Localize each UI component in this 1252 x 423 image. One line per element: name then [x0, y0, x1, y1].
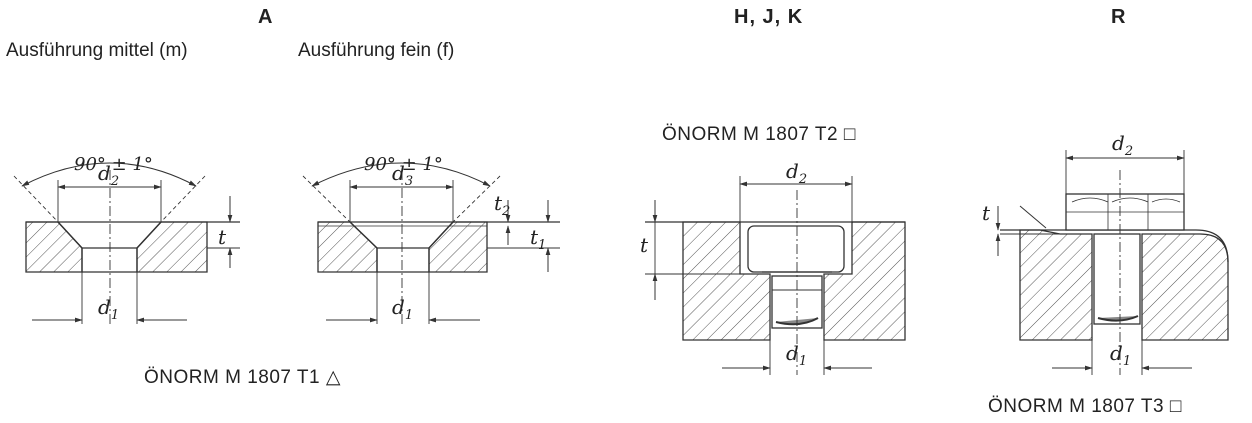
d2-label-hjk: d2 — [786, 159, 807, 187]
heading-r: R — [1111, 6, 1127, 28]
d2-label-medium: d2 — [98, 161, 119, 189]
subtitle-fine: Ausführung fein (f) — [298, 40, 455, 61]
t-label-medium: t — [218, 225, 227, 249]
d1-label-fine: d1 — [392, 295, 413, 323]
t2-label-fine: t2 — [494, 191, 510, 219]
square-symbol-icon: □ — [1169, 396, 1182, 417]
d1-label-r: d1 — [1110, 341, 1131, 369]
t-label-r: t — [982, 201, 991, 225]
t1-label-fine: t1 — [530, 225, 546, 253]
spot-face-drawing — [995, 150, 1229, 375]
subtitle-medium: Ausführung mittel (m) — [6, 40, 188, 61]
heading-hjk: H, J, K — [734, 6, 804, 28]
standard-t3-label: ÖNORM M 1807 T3 □ — [988, 396, 1182, 418]
standard-t2-text: ÖNORM M 1807 T2 — [662, 124, 839, 145]
triangle-symbol-icon: △ — [325, 367, 341, 388]
angle-label-fine: 90° ± 1° — [364, 154, 443, 175]
counterbore-drawing — [645, 176, 906, 375]
countersink-medium-drawing — [13, 162, 240, 325]
d2-label-r: d2 — [1112, 131, 1133, 159]
standard-t1-text: ÖNORM M 1807 T1 — [144, 367, 321, 388]
standard-t3-text: ÖNORM M 1807 T3 — [988, 396, 1165, 417]
square-symbol-icon: □ — [843, 124, 856, 145]
standard-t1-label: ÖNORM M 1807 T1 △ — [144, 366, 341, 389]
d3-label-fine: d3 — [392, 161, 413, 189]
standard-t2-label: ÖNORM M 1807 T2 □ — [662, 124, 856, 146]
t-label-hjk: t — [640, 233, 649, 257]
countersink-fine-drawing — [302, 162, 560, 325]
heading-a: A — [258, 6, 274, 28]
d1-label-medium: d1 — [98, 295, 119, 323]
d1-label-hjk: d1 — [786, 341, 807, 369]
angle-label-medium: 90° ± 1° — [74, 154, 153, 175]
